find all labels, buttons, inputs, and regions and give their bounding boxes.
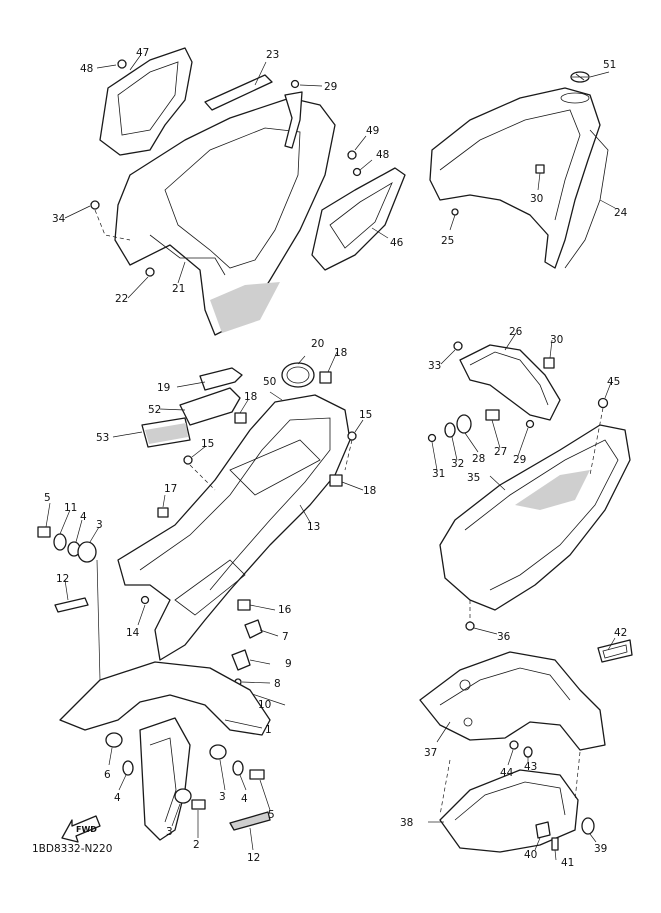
- callout-30: 30: [530, 193, 543, 205]
- callout-34: 34: [52, 213, 66, 225]
- callout-49: 49: [366, 125, 379, 137]
- callout-48: 48: [376, 149, 389, 161]
- callout-30: 30: [550, 334, 563, 346]
- part-20-ring: [281, 362, 315, 388]
- callout-5: 5: [44, 492, 51, 504]
- part-1-fender-stay: [139, 717, 191, 841]
- part-52-pad: [179, 387, 241, 426]
- callout-15: 15: [201, 438, 214, 450]
- callout-33: 33: [428, 360, 441, 372]
- callout-35: 35: [467, 472, 480, 484]
- callout-7: 7: [282, 631, 289, 643]
- callout-24: 24: [614, 207, 628, 219]
- callout-9: 9: [285, 658, 292, 670]
- rear-fender-assembly: [419, 637, 633, 861]
- callout-1: 1: [265, 724, 272, 736]
- callout-3: 3: [166, 826, 173, 838]
- part-19-strap: [199, 367, 243, 391]
- callout-29: 29: [324, 81, 337, 93]
- callout-19: 19: [157, 382, 170, 394]
- callout-42: 42: [614, 627, 627, 639]
- callout-labels: 47 48 23 29 49 48 46 34 22 21 51 30 24 2…: [44, 47, 628, 869]
- part-46-right-panel: [311, 167, 406, 271]
- callout-28: 28: [472, 453, 485, 465]
- callout-47: 47: [136, 47, 149, 59]
- callout-8: 8: [274, 678, 281, 690]
- callout-39: 39: [594, 843, 607, 855]
- inner-fender-assembly: [112, 351, 364, 706]
- callout-3: 3: [96, 519, 103, 531]
- callout-17: 17: [164, 483, 177, 495]
- side-cover-assembly: [64, 47, 406, 336]
- part-1-front-fender: [59, 661, 271, 736]
- seat-bracket-assembly: [427, 332, 631, 635]
- part-24-rear-cowl: [429, 87, 601, 269]
- callout-52: 52: [148, 404, 161, 416]
- callout-46: 46: [390, 237, 404, 249]
- callout-51: 51: [603, 59, 616, 71]
- callout-5: 5: [268, 809, 275, 821]
- callout-44: 44: [500, 767, 514, 779]
- part-35-seat-base: [439, 424, 631, 611]
- part-12-reflector-top: [54, 597, 89, 613]
- part-13-inner-fender: [117, 394, 351, 661]
- rear-cowl-assembly: [429, 71, 616, 269]
- callout-15: 15: [359, 409, 372, 421]
- callout-25: 25: [441, 235, 454, 247]
- callout-37: 37: [424, 747, 437, 759]
- callout-53: 53: [96, 432, 109, 444]
- callout-12: 12: [247, 852, 260, 864]
- front-fender-assembly: FWD: [37, 502, 271, 851]
- fwd-arrow-icon: FWD: [61, 815, 101, 843]
- callout-3: 3: [219, 791, 226, 803]
- callout-45: 45: [607, 376, 620, 388]
- callout-4: 4: [80, 511, 87, 523]
- callout-18: 18: [244, 391, 257, 403]
- callout-18: 18: [363, 485, 376, 497]
- callout-27: 27: [494, 446, 507, 458]
- part-12-reflector-bottom: [230, 812, 270, 830]
- callout-22: 22: [115, 293, 128, 305]
- callout-32: 32: [451, 458, 464, 470]
- callout-48: 48: [80, 63, 93, 75]
- callout-43: 43: [524, 761, 537, 773]
- callout-38: 38: [400, 817, 413, 829]
- part-26-bracket: [459, 344, 561, 421]
- callout-18: 18: [334, 347, 347, 359]
- callout-16: 16: [278, 604, 292, 616]
- callout-4: 4: [114, 792, 121, 804]
- callout-14: 14: [126, 627, 140, 639]
- callout-11: 11: [64, 502, 77, 514]
- part-37-rear-fender: [419, 651, 606, 751]
- callout-36: 36: [497, 631, 511, 643]
- callout-2: 2: [193, 839, 200, 851]
- callout-21: 21: [172, 283, 185, 295]
- fwd-label: FWD: [76, 825, 97, 834]
- callout-10: 10: [258, 699, 271, 711]
- callout-41: 41: [561, 857, 574, 869]
- callout-12: 12: [56, 573, 69, 585]
- callout-26: 26: [509, 326, 523, 338]
- callout-40: 40: [524, 849, 537, 861]
- part-23-rubber-strip: [204, 74, 273, 111]
- diagram-code: 1BD8332-N220: [32, 843, 112, 855]
- hardware-left: [37, 526, 265, 810]
- callout-4: 4: [241, 793, 248, 805]
- callout-6: 6: [104, 769, 111, 781]
- callout-50: 50: [263, 376, 276, 388]
- callout-23: 23: [266, 49, 279, 61]
- part-47-side-panel: [99, 47, 193, 156]
- callout-20: 20: [311, 338, 324, 350]
- callout-13: 13: [307, 521, 320, 533]
- callout-31: 31: [432, 468, 445, 480]
- callout-29: 29: [513, 454, 526, 466]
